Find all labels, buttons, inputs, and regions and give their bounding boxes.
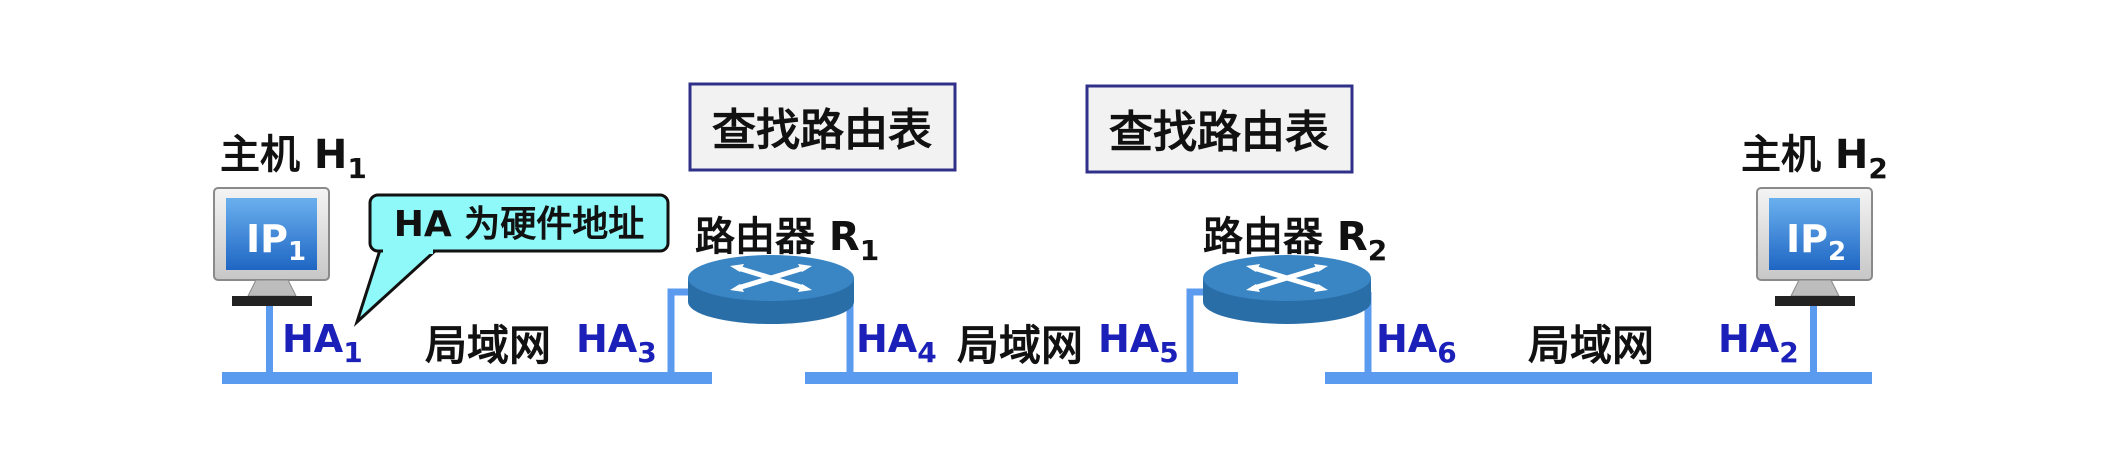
computer-icon: IP2 — [1756, 187, 1873, 306]
lookup-box-2-text: 查找路由表 — [1109, 107, 1329, 158]
ha-label: HA6 — [1376, 317, 1457, 369]
h2-ip-label: IP2 — [1786, 217, 1846, 267]
host-h1-label: 主机 H1 — [220, 132, 367, 185]
lan-1-bus — [222, 372, 712, 384]
lan-2-label: 局域网 — [957, 321, 1083, 370]
h1-ip-label: IP1 — [246, 217, 306, 267]
lookup-box-1 — [688, 82, 957, 172]
lan-3-bus — [1325, 372, 1872, 384]
ha-label: HA1 — [282, 317, 363, 369]
r2-left-wire — [1186, 288, 1206, 378]
computer-icon: IP1 — [213, 187, 330, 306]
host-h2: 主机 H2 IP2 — [1741, 132, 1888, 306]
router-icon — [1203, 255, 1371, 324]
ha-label: HA3 — [576, 317, 657, 369]
lan-2-bus — [805, 372, 1238, 384]
h2-drop-wire — [1810, 305, 1817, 377]
r1-left-wire — [667, 288, 690, 378]
lan-3-label: 局域网 — [1528, 321, 1654, 370]
lan-1-label: 局域网 — [425, 321, 551, 370]
host-h2-label: 主机 H2 — [1741, 132, 1888, 185]
h1-drop-wire — [266, 305, 273, 377]
router-icon — [688, 255, 854, 324]
router-r1-label: 路由器 R1 — [695, 214, 879, 267]
router-r2-label: 路由器 R2 — [1203, 214, 1387, 267]
router-r2: 路由器 R2 — [1203, 214, 1387, 324]
callout-bubble: HA 为硬件地址 — [353, 193, 670, 327]
ha-label: HA4 — [856, 317, 937, 369]
ha-label: HA5 — [1098, 317, 1179, 369]
host-h1: 主机 H1 IP1 — [213, 132, 367, 306]
router-r1: 路由器 R1 — [688, 214, 879, 324]
lookup-box-1-text: 查找路由表 — [712, 105, 932, 156]
callout-text: HA 为硬件地址 — [394, 204, 645, 245]
ha-label: HA2 — [1718, 317, 1799, 369]
lookup-box-2 — [1085, 84, 1354, 174]
